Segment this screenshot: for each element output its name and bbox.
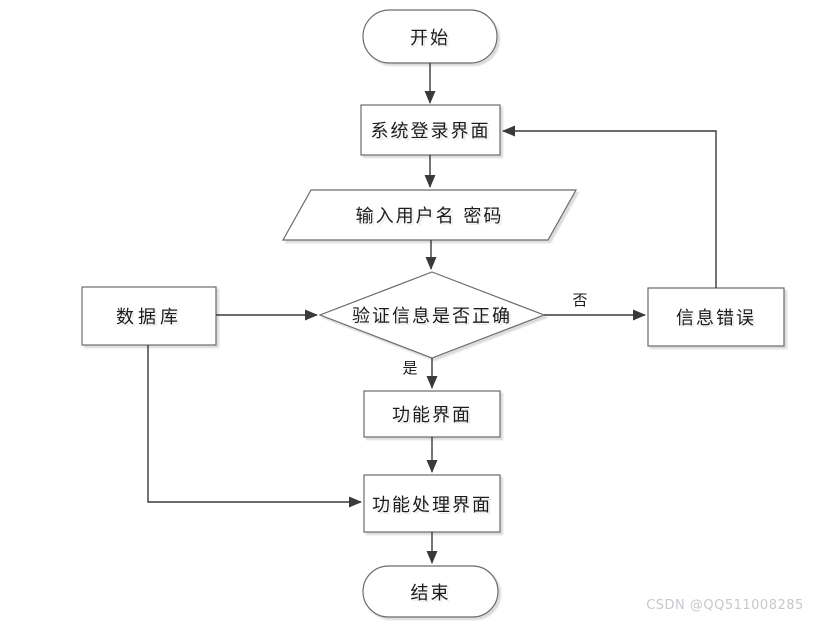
csdn-watermark: CSDN @QQ511008285 (646, 598, 804, 613)
start-node-label: 开始 (410, 27, 450, 49)
error-process-shape (647, 287, 785, 347)
edge-database-to-funcproc (147, 345, 362, 508)
edge-label-no: 否 (572, 291, 588, 309)
database-node-label: 数据库 (116, 307, 182, 328)
database-process-shape (81, 286, 217, 346)
funcproc-process-shape (363, 474, 501, 533)
error-node-label: 信息错误 (676, 308, 756, 329)
func-process-shape (363, 390, 501, 438)
input-node-label: 输入用户名 密码 (355, 206, 504, 227)
end-node-label: 结束 (410, 582, 451, 604)
funcproc-node-label: 功能处理界面 (372, 494, 492, 516)
verify-node-label: 验证信息是否正确 (352, 306, 512, 327)
func-node-label: 功能界面 (392, 405, 472, 426)
edge-label-yes: 是 (402, 359, 418, 377)
login-process-shape (360, 104, 501, 156)
end-terminator-shape (362, 565, 499, 618)
edge-error-to-login (502, 125, 717, 288)
input-parallelogram-shape (281, 189, 578, 241)
login-node-label: 系统登录界面 (370, 121, 491, 142)
